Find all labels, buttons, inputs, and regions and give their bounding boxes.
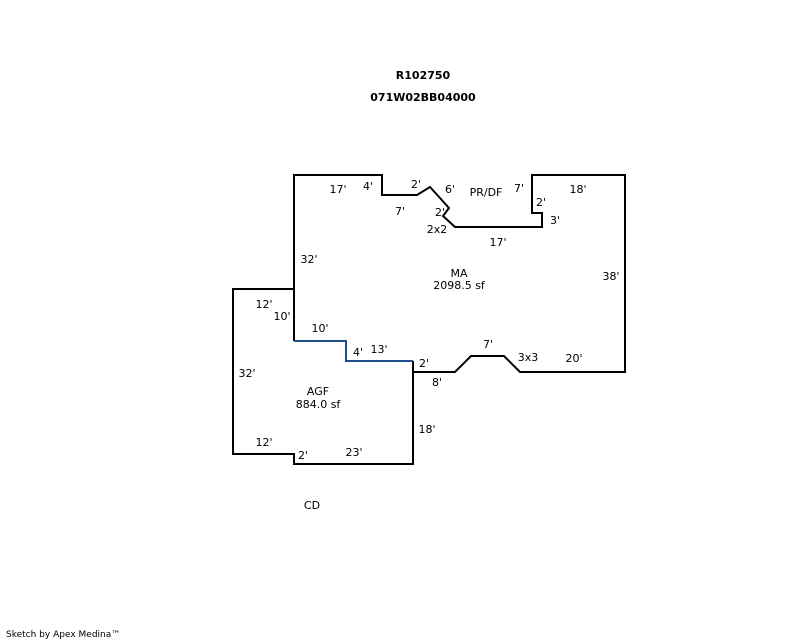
dimension-label: 3x3 [518, 351, 539, 364]
dimension-label: 32' [238, 367, 255, 380]
dimension-label: 12' [255, 298, 272, 311]
dimension-label: 2' [298, 449, 308, 462]
parcel-id: R102750 [396, 69, 451, 82]
dimension-label: 17' [329, 183, 346, 196]
dimension-label: 7' [395, 205, 405, 218]
dimension-label: 3' [550, 214, 560, 227]
dimension-label: 10' [311, 322, 328, 335]
dimension-label: 23' [345, 446, 362, 459]
dimension-label: 32' [300, 253, 317, 266]
garage-code: AGF [307, 385, 329, 398]
dimension-label: 2' [435, 206, 445, 219]
deck-code: PR/DF [470, 186, 503, 199]
dimension-label: 7' [514, 182, 524, 195]
dimension-label: 4' [363, 180, 373, 193]
main-area-code: MA [450, 267, 467, 280]
cd-code: CD [304, 499, 320, 512]
dimension-label: 18' [569, 183, 586, 196]
dimension-label: 4' [353, 346, 363, 359]
shared-wall [294, 340, 413, 362]
garage-outline [232, 288, 414, 465]
dimension-label: 12' [255, 436, 272, 449]
dimension-label: 2' [411, 178, 421, 191]
dimension-label: 2' [419, 357, 429, 370]
dimension-label: 20' [565, 352, 582, 365]
dimension-label: 2x2 [427, 223, 448, 236]
dimension-label: 18' [418, 423, 435, 436]
dimension-label: 10' [273, 310, 290, 323]
map-number: 071W02BB04000 [370, 91, 476, 104]
dimension-label: 7' [483, 338, 493, 351]
dimension-label: 2' [536, 196, 546, 209]
garage-size: 884.0 sf [296, 398, 342, 411]
main-area-outline [293, 174, 626, 373]
dimension-label: 13' [370, 343, 387, 356]
dimension-label: 6' [445, 183, 455, 196]
dimension-label: 38' [602, 270, 619, 283]
main-area-size: 2098.5 sf [433, 279, 486, 292]
dimension-label: 8' [432, 376, 442, 389]
sketch-credit: Sketch by Apex Medina™ [6, 630, 120, 640]
dimension-label: 17' [489, 236, 506, 249]
